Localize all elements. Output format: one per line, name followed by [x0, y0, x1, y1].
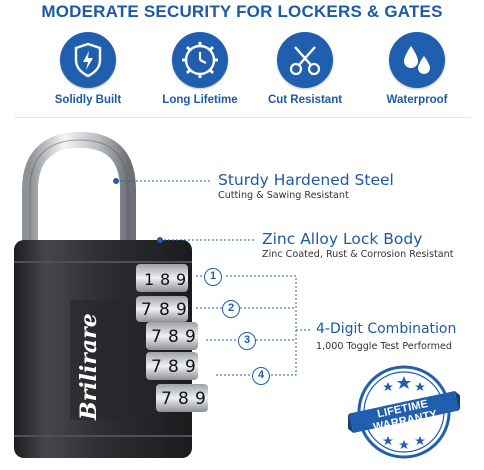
svg-text:8: 8 [168, 357, 179, 377]
dial-marker-4: 4 [252, 367, 270, 385]
svg-text:7: 7 [151, 327, 162, 347]
svg-text:7: 7 [161, 389, 172, 409]
callout-combo-subtitle: 1,000 Toggle Test Performed [316, 341, 453, 352]
svg-text:8: 8 [168, 327, 179, 347]
callout-body-subtitle: Zinc Coated, Rust & Corrosion Resistant [262, 249, 454, 260]
dial-marker-label: 3 [243, 334, 251, 346]
callout-bracket [226, 275, 310, 376]
svg-text:9: 9 [176, 270, 186, 289]
dial-marker-label: 1 [209, 270, 217, 282]
dial-3: 7 8 9 [146, 322, 198, 350]
headline: MODERATE SECURITY FOR LOCKERS & GATES [41, 2, 443, 21]
brand-logo: Brilirare [76, 313, 102, 421]
gear-clock-icon [172, 32, 228, 88]
feature-label: Cut Resistant [267, 94, 343, 106]
svg-text:7: 7 [151, 357, 162, 377]
feature-long-lifetime: Long Lifetime [155, 32, 245, 106]
svg-text:8: 8 [160, 270, 170, 289]
svg-text:9: 9 [185, 357, 196, 377]
dial-2: 7 8 9 [136, 296, 188, 322]
svg-text:9: 9 [176, 300, 187, 320]
svg-text:1: 1 [144, 270, 154, 289]
dial-4: 7 8 9 [146, 352, 198, 380]
svg-text:9: 9 [195, 389, 206, 409]
feature-cut-resistant: Cut Resistant [260, 32, 350, 106]
callout-steel-title: Sturdy Hardened Steel [218, 171, 394, 189]
dial-5: 7 8 9 [156, 384, 208, 412]
svg-text:8: 8 [159, 300, 170, 320]
feature-label: Long Lifetime [162, 94, 238, 106]
dial-marker-3: 3 [238, 332, 256, 350]
callout-body-title: Zinc Alloy Lock Body [262, 230, 423, 248]
dial-marker-1: 1 [204, 268, 222, 286]
dial-marker-label: 4 [257, 369, 265, 381]
water-drops-icon [389, 32, 445, 88]
scissors-icon [277, 32, 333, 88]
callout-combo-title: 4-Digit Combination [316, 321, 457, 337]
divider [14, 117, 470, 118]
svg-text:9: 9 [185, 327, 196, 347]
dial-marker-2: 2 [222, 300, 240, 318]
shield-icon [60, 32, 116, 88]
feature-solidly-built: Solidly Built [43, 32, 133, 106]
feature-label: Waterproof [386, 94, 448, 106]
svg-text:7: 7 [141, 300, 152, 320]
feature-label: Solidly Built [54, 94, 122, 106]
combination-dials: 1 8 9 7 8 9 7 8 9 7 8 9 7 8 9 [136, 264, 208, 412]
dial-1: 1 8 9 [136, 264, 188, 292]
lifetime-warranty-badge [348, 365, 460, 459]
callout-steel-subtitle: Cutting & Sawing Resistant [218, 190, 349, 201]
svg-text:8: 8 [178, 389, 189, 409]
dial-marker-label: 2 [227, 302, 235, 314]
feature-waterproof: Waterproof [372, 32, 462, 106]
